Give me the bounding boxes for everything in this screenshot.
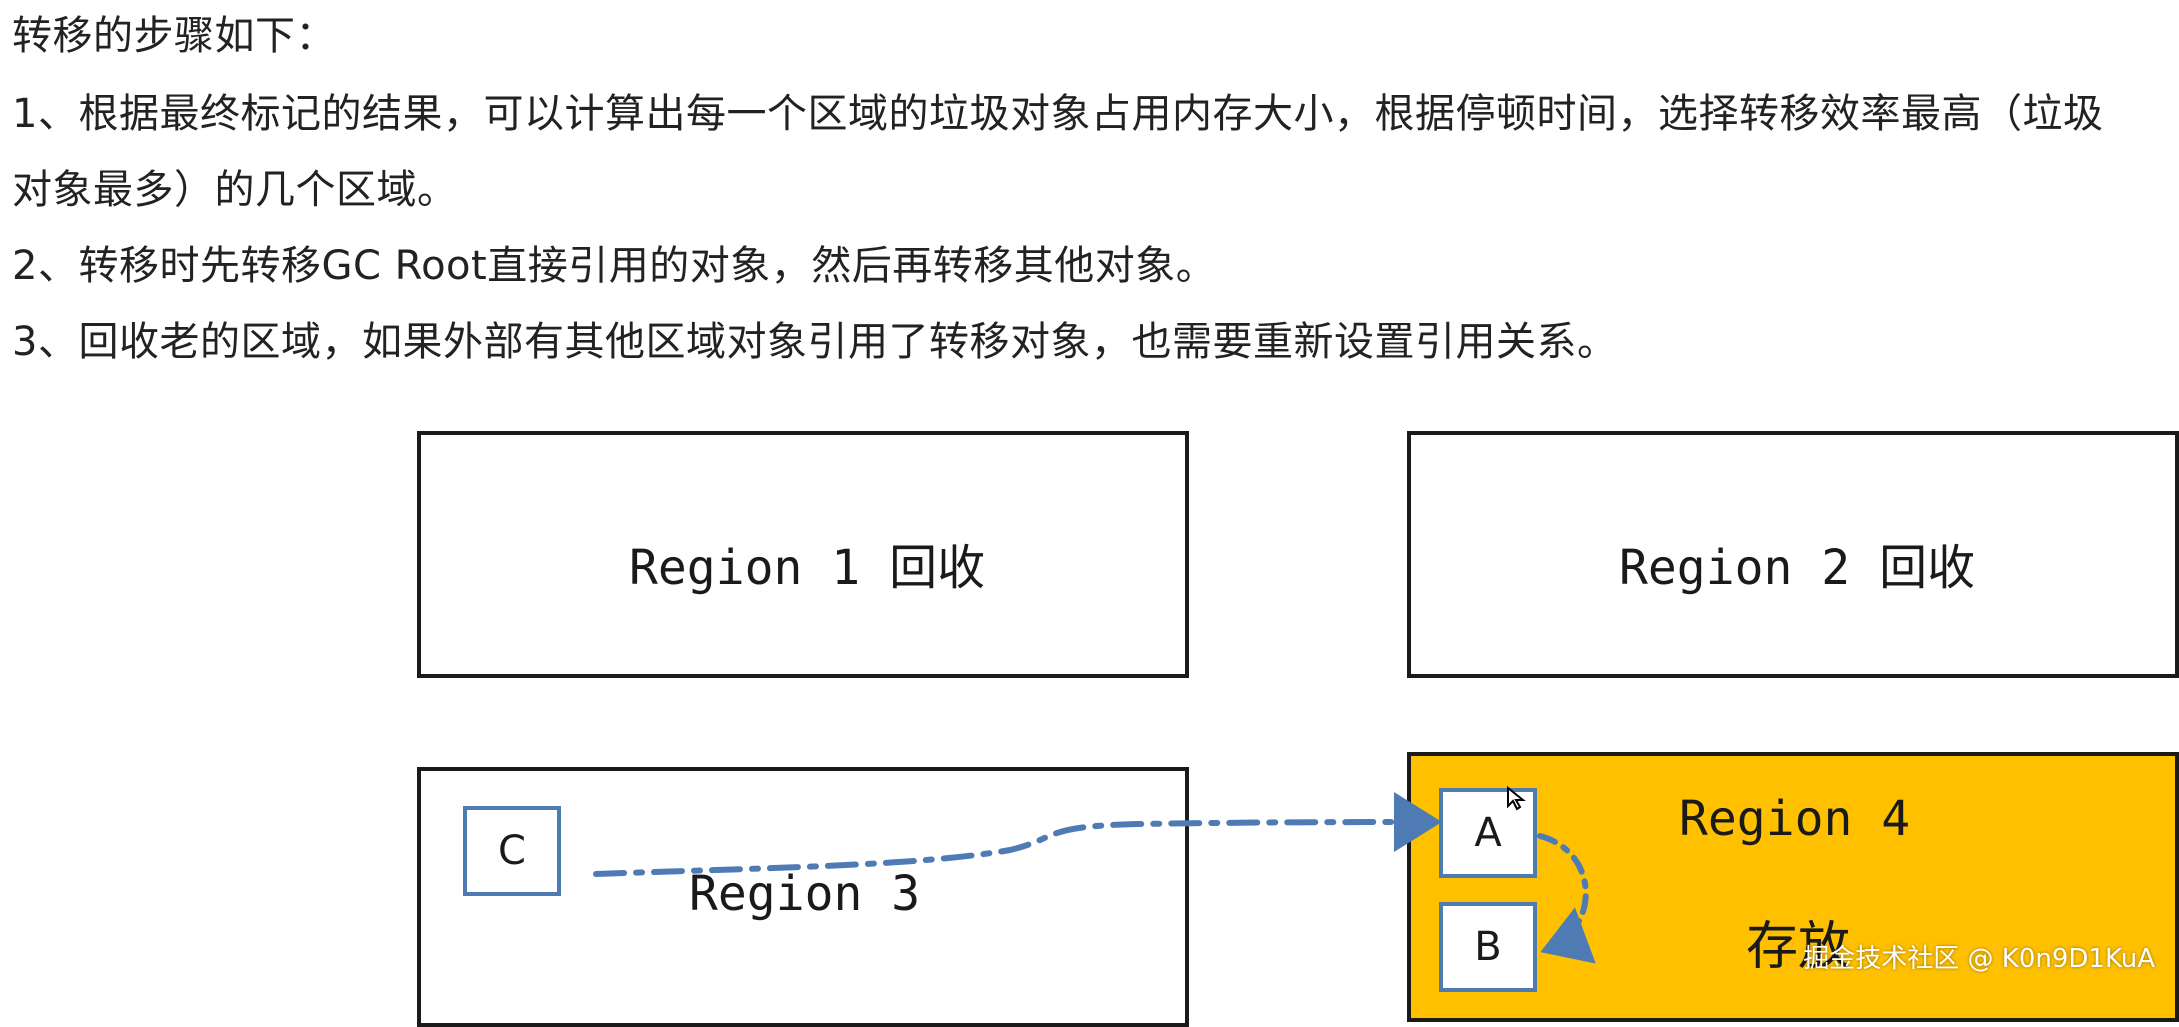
step-1-line-1: 1、根据最终标记的结果，可以计算出每一个区域的垃圾对象占用内存大小，根据停顿时间… <box>12 91 2104 137</box>
region-1-box: Region 1 回收 <box>417 431 1189 678</box>
region-4-label: Region 4 <box>1679 791 1911 847</box>
region-2-label: Region 2 回收 <box>1619 540 1976 596</box>
object-c: C <box>463 806 561 896</box>
region-2-box: Region 2 回收 <box>1407 431 2179 678</box>
region-4-storage-label: 存放 <box>1746 917 1851 977</box>
region-1-label: Region 1 回收 <box>629 540 986 596</box>
object-b: B <box>1439 902 1537 992</box>
step-1-line-2: 对象最多）的几个区域。 <box>12 167 458 213</box>
region-3-label: Region 3 <box>689 866 921 922</box>
heading: 转移的步骤如下： <box>12 13 336 59</box>
mouse-cursor-icon <box>1507 786 1526 811</box>
step-3: 3、回收老的区域，如果外部有其他区域对象引用了转移对象，也需要重新设置引用关系。 <box>12 319 1618 365</box>
watermark: 掘金技术社区 @ K0n9D1KuA <box>1803 944 2155 974</box>
step-2: 2、转移时先转移GC Root直接引用的对象，然后再转移其他对象。 <box>12 243 1217 289</box>
